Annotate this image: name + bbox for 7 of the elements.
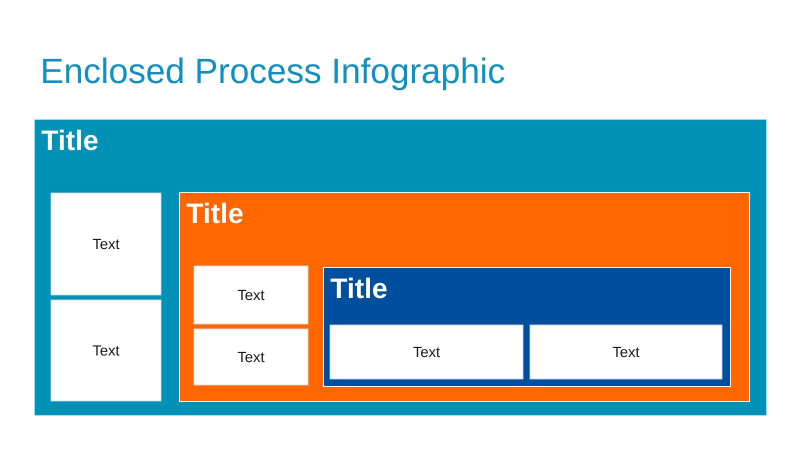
text-box: Text <box>330 324 524 380</box>
text-box: Text <box>50 192 162 296</box>
title: Enclosed Process Infographic <box>43 58 504 90</box>
text-box: Text <box>194 266 308 324</box>
text-box: Text <box>194 328 308 386</box>
text-box: Text <box>530 324 722 380</box>
text-box: Text <box>50 300 162 402</box>
